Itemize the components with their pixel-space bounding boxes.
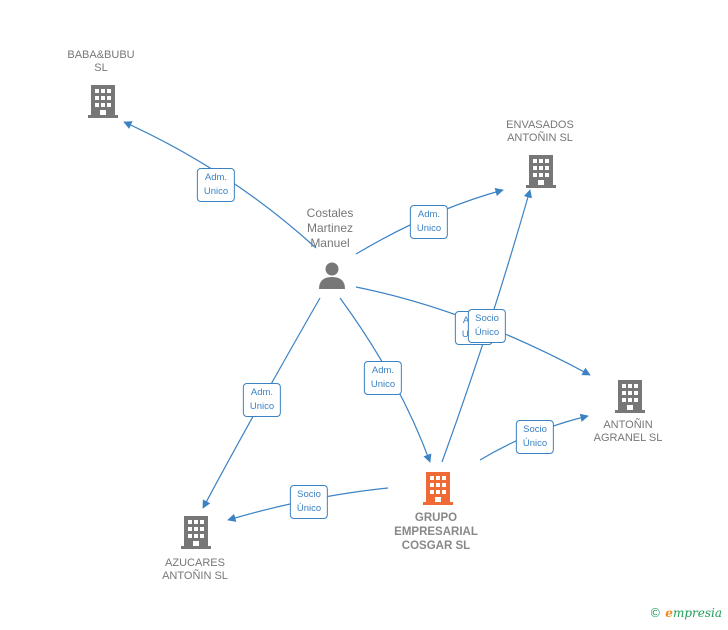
edge-label-line: Socio	[523, 424, 547, 435]
node-label-line: BABA&BUBU	[67, 49, 135, 61]
node-label-person[interactable]: Costales Martinez Manuel	[307, 206, 354, 251]
edge-label-adm-envasados[interactable]: Adm. Unico	[409, 205, 449, 239]
edge-label-line: Unico	[249, 401, 275, 412]
building-icon	[88, 85, 118, 118]
edge-label-line: Adm.	[204, 172, 228, 183]
node-label-line: ENVASADOS	[506, 119, 574, 131]
building-icon-main	[423, 472, 453, 505]
node-label-line: AZUCARES	[165, 557, 225, 569]
edge-label-socio-agranel[interactable]: Socio Único	[515, 420, 555, 454]
person-icon	[319, 262, 345, 289]
edge-label-line: Adm.	[371, 365, 395, 376]
edge-label-adm-baba[interactable]: Adm. Unico	[196, 168, 236, 202]
edge-label-line: Unico	[416, 223, 442, 234]
brand-name: mpresia	[672, 606, 722, 620]
edge-label-line: Único	[296, 503, 322, 514]
node-label-line: EMPRESARIAL	[394, 526, 478, 538]
edge-label-socio-azucares[interactable]: Socio Único	[289, 485, 329, 519]
node-label-line: Martinez	[306, 221, 353, 235]
node-label-line: ANTOÑIN	[603, 419, 653, 431]
node-label-grupo[interactable]: GRUPO EMPRESARIAL COSGAR SL	[394, 511, 478, 553]
building-icon	[526, 155, 556, 188]
node-label-line: AGRANEL SL	[593, 432, 663, 444]
edge-label-line: Unico	[203, 186, 229, 197]
brand-initial: e	[665, 606, 673, 620]
edge-label-line: Adm.	[417, 209, 441, 220]
node-label-baba-bubu[interactable]: BABA&BUBU SL	[67, 49, 134, 75]
node-label-line: SL	[94, 62, 108, 74]
edge-label-line: Adm.	[250, 387, 274, 398]
node-label-line: Manuel	[310, 236, 350, 250]
node-label-line: ANTOÑIN SL	[162, 570, 228, 582]
edge-label-socio-envasados[interactable]: Socio Único	[467, 309, 507, 343]
node-label-line: Costales	[306, 206, 354, 220]
node-label-agranel[interactable]: ANTOÑIN AGRANEL SL	[594, 419, 663, 445]
copyright-icon: ©	[649, 606, 662, 620]
edge-label-adm-azucares[interactable]: Adm. Unico	[242, 383, 282, 417]
edge-label-line: Unico	[370, 379, 396, 390]
brand-logo: ©empresia	[649, 606, 722, 620]
node-label-envasados[interactable]: ENVASADOS ANTOÑIN SL	[506, 119, 574, 145]
node-label-azucares[interactable]: AZUCARES ANTOÑIN SL	[162, 557, 228, 583]
edge-label-line: Socio	[475, 313, 499, 324]
node-label-line: COSGAR SL	[401, 540, 471, 552]
building-icon	[615, 380, 645, 413]
edge-label-adm-grupo[interactable]: Adm. Unico	[363, 361, 403, 395]
node-label-line: ANTOÑIN SL	[507, 132, 573, 144]
edge-label-line: Único	[474, 327, 500, 338]
node-label-line: GRUPO	[414, 512, 458, 524]
edge-label-line: Único	[522, 438, 548, 449]
edge-label-line: Socio	[297, 489, 321, 500]
building-icon	[181, 516, 211, 549]
